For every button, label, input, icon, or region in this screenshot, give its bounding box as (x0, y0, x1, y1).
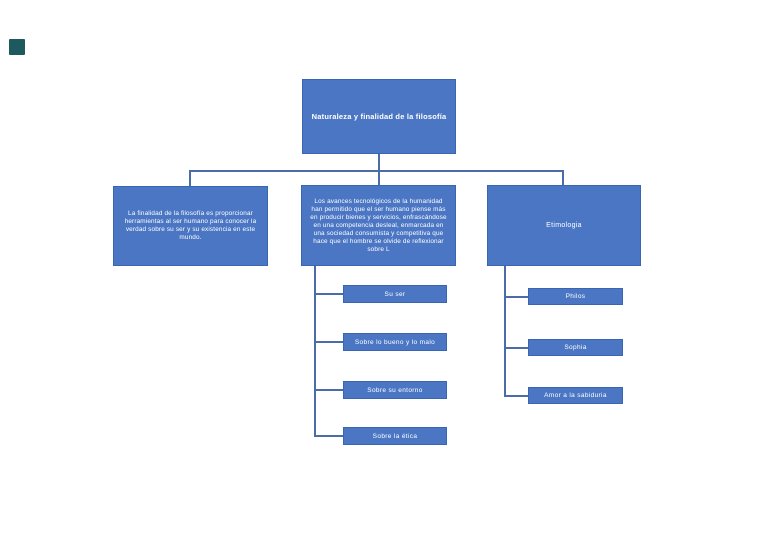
child-node-bueno-y-malo: Sobre lo bueno y lo malo (343, 333, 447, 351)
child-node-etica: Sobre la ética (343, 427, 447, 445)
connector-center-branch-stem (378, 170, 380, 185)
node-root-title: Naturaleza y finalidad de la filosofía (302, 79, 456, 154)
connector-right-branch-stem (562, 170, 564, 185)
connector-left-branch-stem (189, 170, 191, 186)
connector-stub-bueno-malo (314, 341, 343, 343)
child-node-sophia: Sophia (528, 339, 623, 356)
connector-stub-sophia (504, 347, 528, 349)
connector-stub-etica (314, 435, 343, 437)
child-node-philos: Philos (528, 288, 623, 305)
connector-stub-sabiduria (504, 395, 528, 397)
connector-center-hanging-stem (314, 266, 316, 436)
child-node-amor-sabiduria: Amor a la sabiduria (528, 387, 623, 404)
node-avances-tecnologicos: Los avances tecnológicos de la humanidad… (301, 185, 456, 266)
connector-root-stem (378, 154, 380, 171)
connector-main-horizontal (189, 170, 564, 172)
corner-logo-icon (9, 39, 25, 55)
node-etimologia: Etimologia (487, 185, 641, 266)
connector-right-hanging-stem (504, 266, 506, 396)
connector-stub-su-ser (314, 293, 343, 295)
connector-stub-philos (504, 296, 528, 298)
connector-stub-entorno (314, 389, 343, 391)
node-finalidad: La finalidad de la filosofía es proporci… (113, 186, 268, 266)
child-node-entorno: Sobre su entorno (343, 381, 447, 399)
child-node-su-ser: Su ser (343, 285, 447, 303)
